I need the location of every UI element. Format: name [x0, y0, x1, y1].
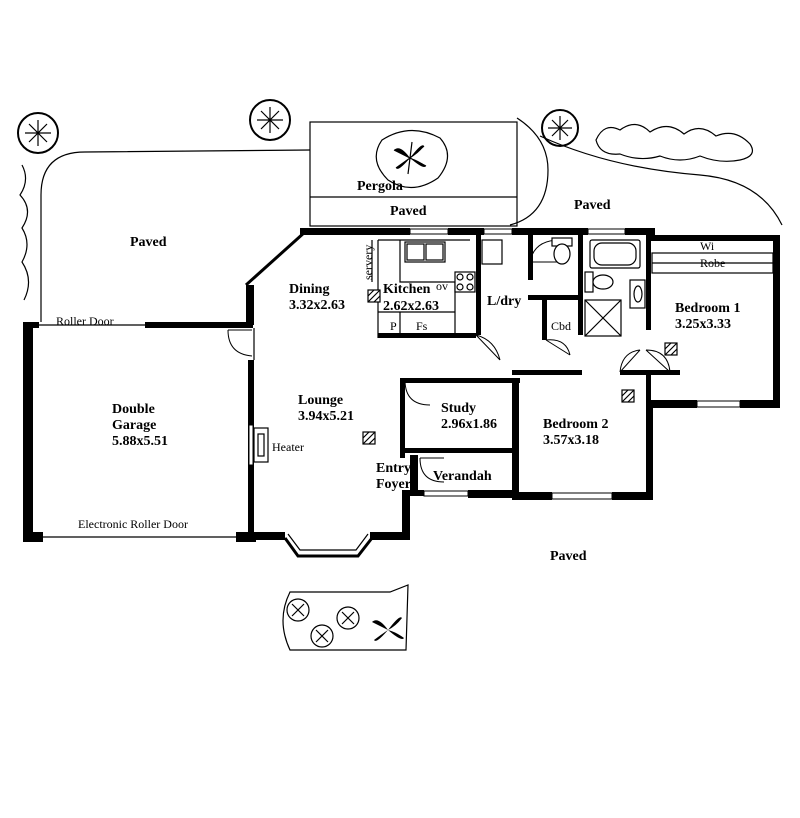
shrub-icon: [17, 99, 579, 154]
kitchen-size: 2.62x2.63: [383, 299, 439, 314]
fridge-space-label: Fs: [416, 319, 428, 333]
toilet-icon: [551, 237, 573, 265]
study-name: Study: [441, 401, 476, 416]
driveway-outline: [40, 149, 311, 322]
bedroom1-name: Bedroom 1: [675, 301, 740, 316]
room-labels: Paved Pergola Paved Paved Paved Roller D…: [56, 179, 740, 564]
bedroom2-size: 3.57x3.18: [543, 433, 599, 448]
windows: [248, 228, 741, 500]
garage: [23, 322, 256, 542]
verandah-label: Verandah: [433, 469, 492, 484]
shrub-icon: [286, 598, 360, 648]
paved-label: Paved: [130, 235, 167, 250]
lounge-size: 3.94x5.21: [298, 409, 354, 424]
cupboard-label: Cbd: [551, 319, 571, 333]
bedroom1-size: 3.25x3.33: [675, 317, 731, 332]
garage-size: 5.88x5.51: [112, 434, 168, 449]
fixtures: [253, 237, 774, 463]
basin-icon: [629, 279, 646, 309]
robe-label: Robe: [700, 256, 725, 270]
landscaping: [17, 99, 783, 651]
palm-icon: [372, 617, 404, 641]
electronic-roller-door-label: Electronic Roller Door: [78, 517, 188, 531]
lounge-name: Lounge: [298, 393, 343, 408]
dining-name: Dining: [289, 282, 329, 297]
vent-icon: [362, 289, 678, 445]
entry-label: Entry: [376, 461, 411, 476]
heater-label: Heater: [272, 440, 304, 454]
doors: [227, 239, 671, 483]
servery-label: servery: [361, 245, 375, 280]
pergola-structure: [309, 121, 518, 227]
laundry-tub: [481, 239, 503, 265]
bedroom2-name: Bedroom 2: [543, 417, 608, 432]
toilet-icon: [584, 271, 614, 293]
side-path-outline: [509, 117, 783, 226]
house-walls: [244, 228, 780, 558]
bath: [589, 239, 641, 269]
garage-name: Garage: [112, 418, 156, 433]
creeper: [19, 164, 30, 301]
dining-size: 3.32x2.63: [289, 298, 345, 313]
hedge: [595, 123, 753, 162]
pantry-label: P: [390, 319, 397, 333]
study-size: 2.96x1.86: [441, 417, 497, 432]
laundry-label: L/dry: [487, 294, 521, 309]
pergola-label: Pergola: [357, 179, 403, 194]
paved-label: Paved: [574, 198, 611, 213]
foyer-label: Foyer: [376, 477, 411, 492]
palm-icon: [393, 141, 427, 175]
front-garden-bed: [282, 584, 409, 651]
paved-label: Paved: [390, 204, 427, 219]
oven-label: ov: [436, 279, 448, 293]
kitchen-name: Kitchen: [383, 282, 431, 297]
heater: [253, 427, 269, 463]
wi-label: Wi: [700, 239, 715, 253]
pond: [375, 129, 449, 189]
shower-icon: [584, 299, 622, 337]
roller-door-label: Roller Door: [56, 314, 114, 328]
paved-label: Paved: [550, 549, 587, 564]
cooktop-icon: [454, 271, 476, 293]
garage-name: Double: [112, 402, 155, 417]
